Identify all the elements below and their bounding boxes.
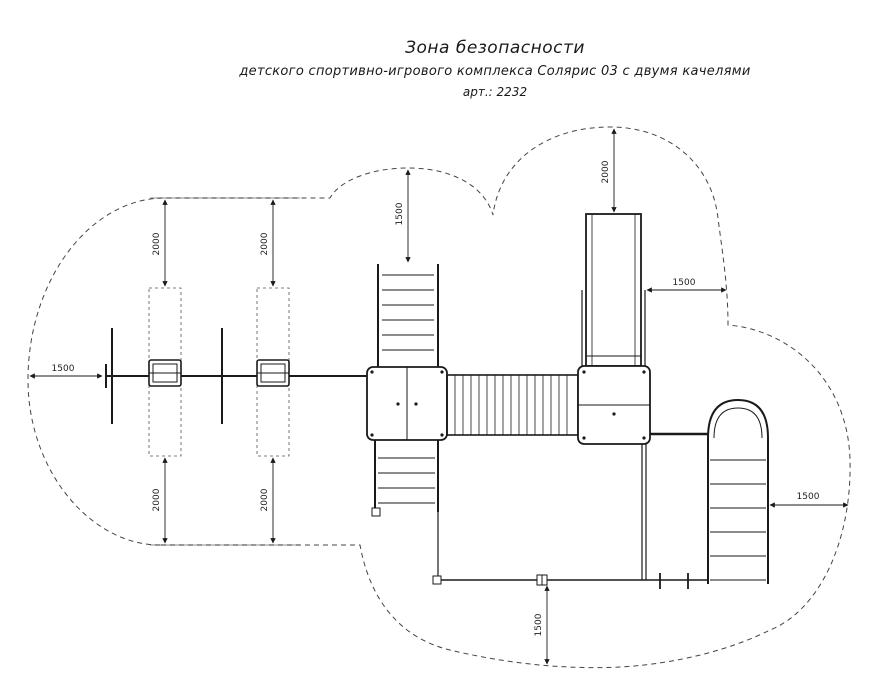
dim-ladder-top: 1500 (395, 202, 405, 225)
dim-swing-right-bottom: 2000 (260, 488, 270, 511)
lower-stairs (371, 440, 439, 517)
safety-zone-outline (27, 126, 851, 669)
slide (581, 213, 646, 367)
dimension-lines (29, 128, 849, 665)
title-block: Зона безопасности детского спортивно-игр… (0, 38, 875, 99)
swing-frame-left (105, 328, 113, 424)
dim-swing-right-top: 2000 (260, 232, 270, 255)
swing-seat-left (148, 359, 182, 387)
dim-swing-left-top: 2000 (152, 232, 162, 255)
arch-ladder (707, 398, 769, 584)
dim-slide-top: 2000 (601, 160, 611, 183)
dim-bottom: 1500 (534, 613, 544, 636)
article-number: арт.: 2232 (462, 85, 528, 99)
dim-left-side: 1500 (52, 364, 75, 374)
dim-arch-right: 1500 (797, 492, 820, 502)
upper-ladder (377, 264, 439, 368)
diagram-subtitle: детского спортивно-игрового комплекса Со… (239, 64, 751, 79)
swing-seat-right (256, 359, 290, 387)
diagram-title: Зона безопасности (405, 38, 585, 58)
bridge (446, 374, 579, 436)
dim-swing-left-bottom: 2000 (152, 488, 162, 511)
dim-slide-right: 1500 (673, 278, 696, 288)
left-tower-platform (366, 366, 448, 441)
right-tower-platform (577, 365, 651, 445)
lower-frame (432, 440, 708, 589)
